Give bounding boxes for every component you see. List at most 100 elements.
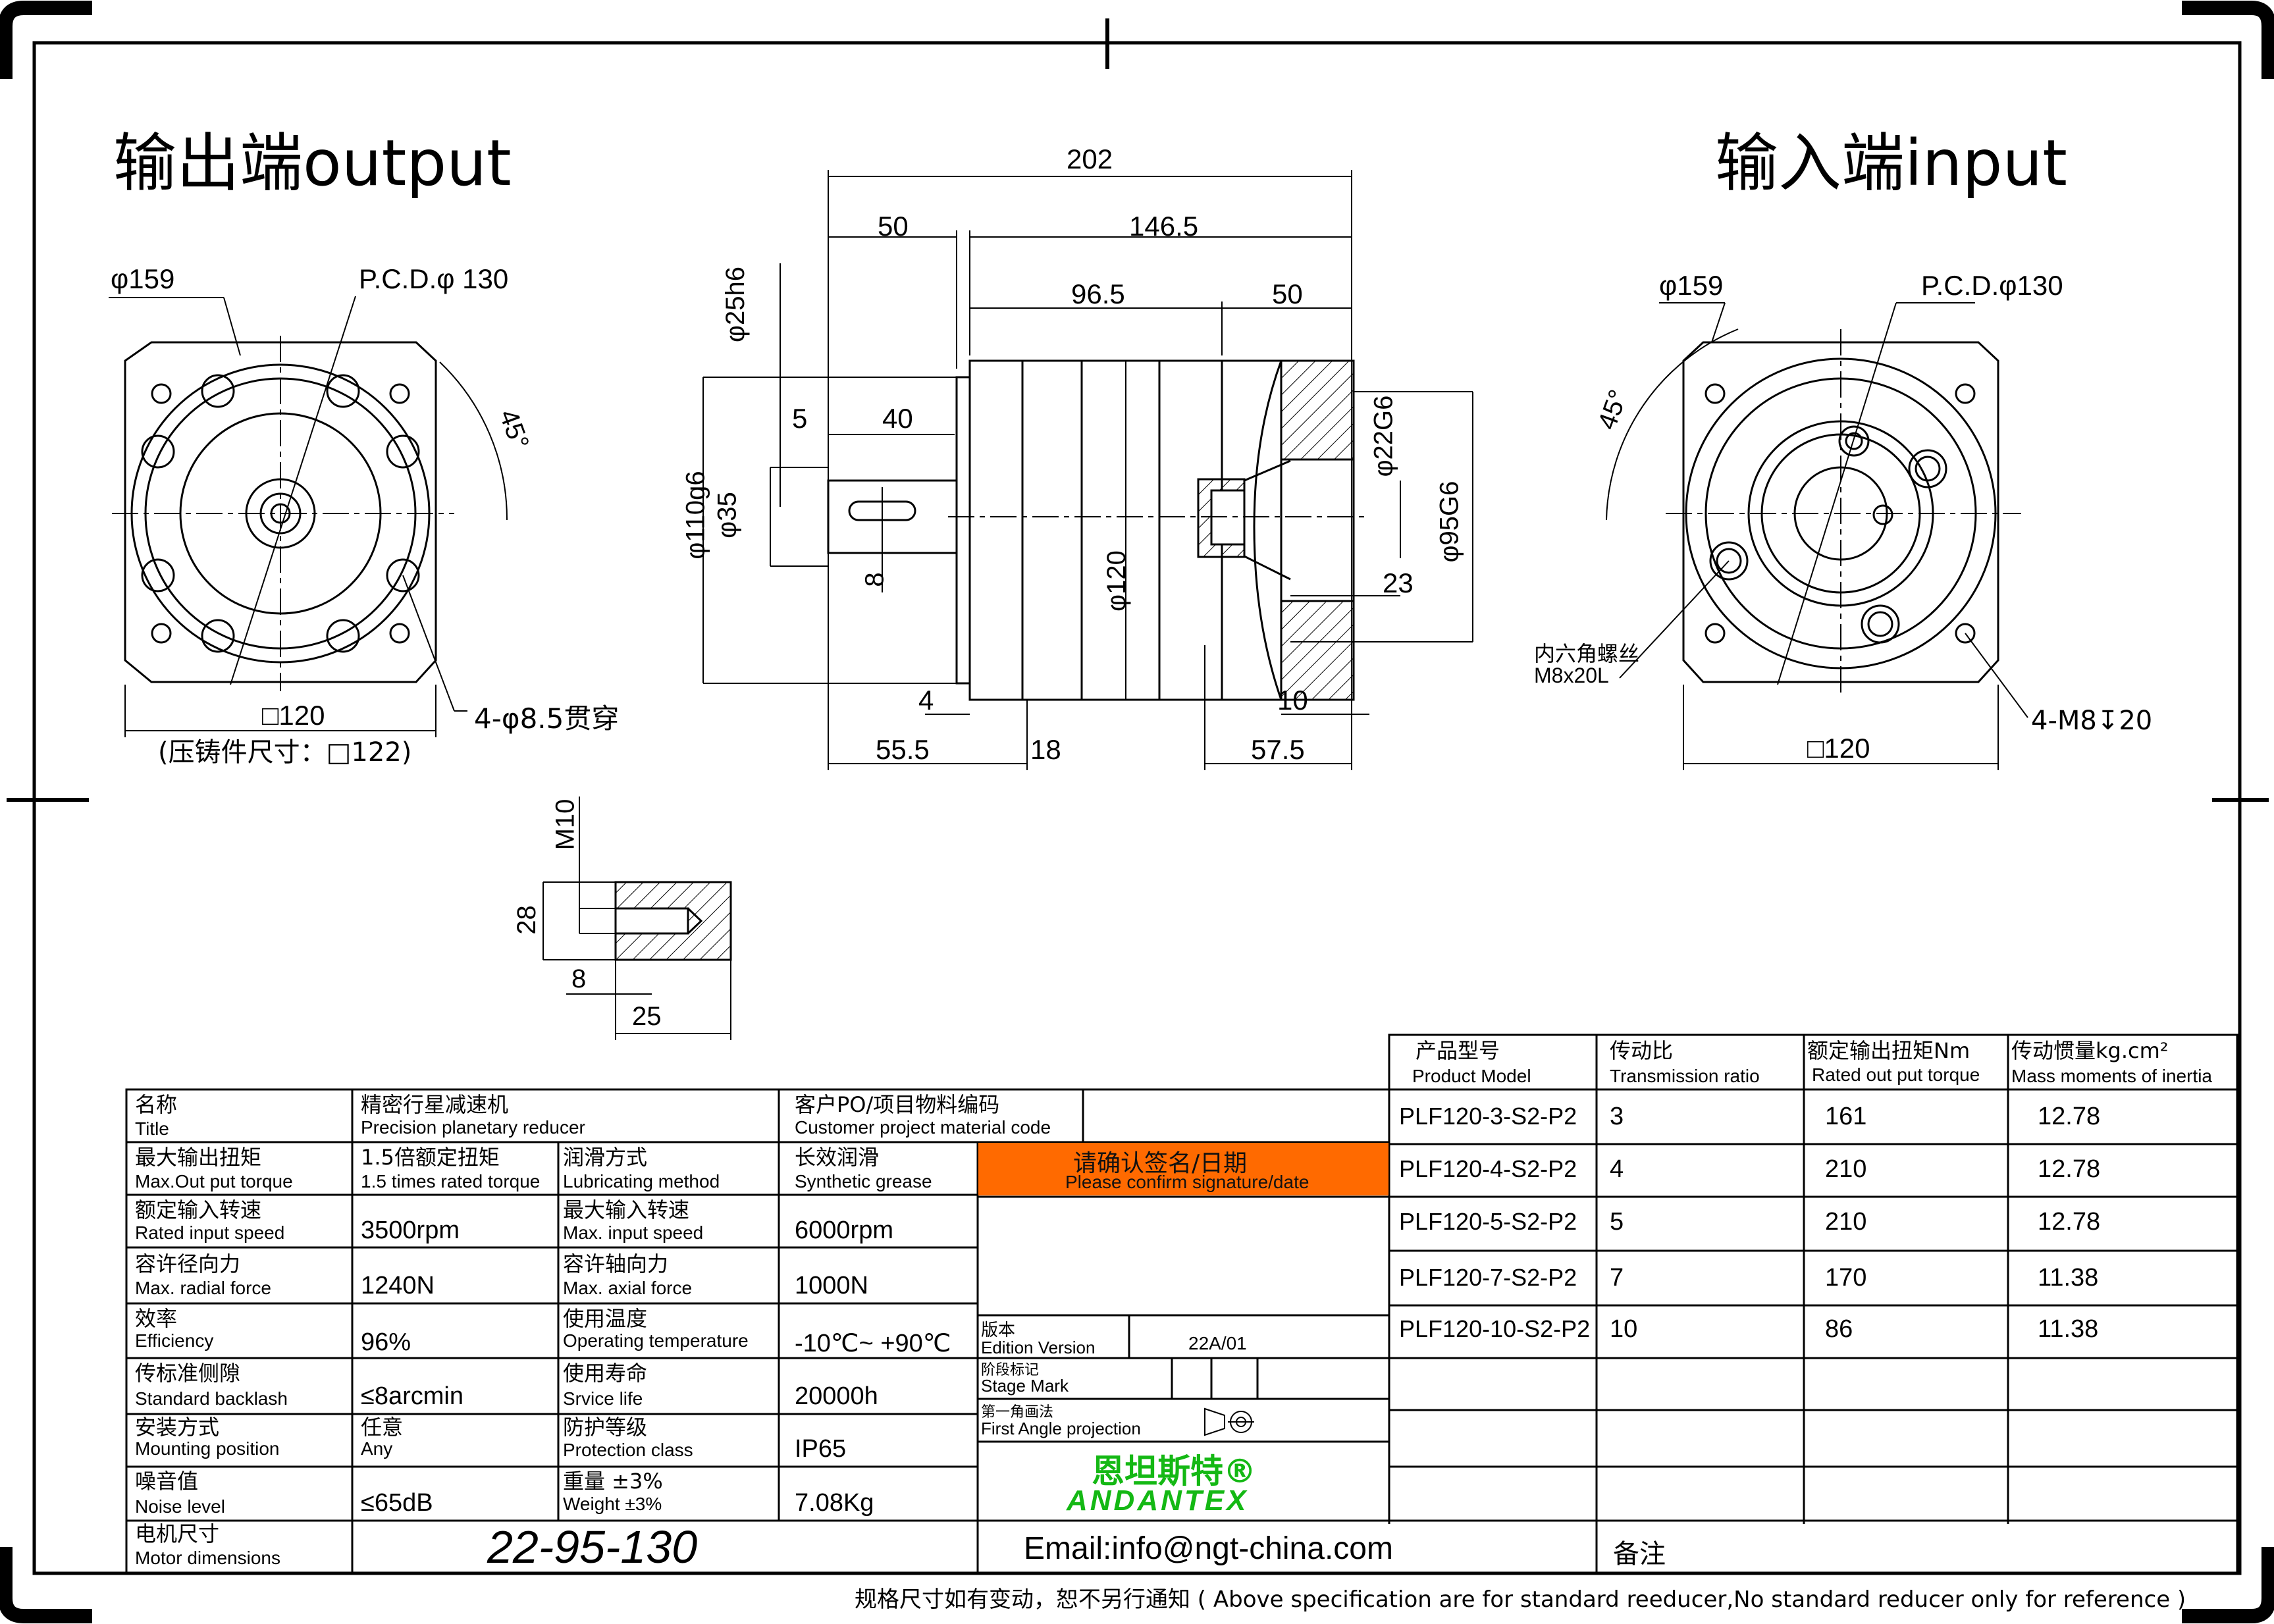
input-square: □120	[1807, 733, 1870, 764]
confirm-signature-en: Please confirm signature/date	[1065, 1172, 1309, 1192]
edition-en: Edition Version	[981, 1338, 1096, 1357]
input-pcd: P.C.D.φ130	[1921, 270, 2063, 301]
table-cell: PLF120-10-S2-P2	[1399, 1315, 1591, 1342]
table-cell: PLF120-7-S2-P2	[1399, 1264, 1577, 1291]
radial-force-value: 1240N	[361, 1272, 435, 1299]
backlash-value: ≤8arcmin	[361, 1382, 464, 1410]
radial-force-en: Max. radial force	[135, 1278, 271, 1298]
service-life-cn: 使用寿命	[563, 1361, 648, 1386]
weight-en: Weight ±3%	[563, 1494, 662, 1514]
dim-pilot-dia: φ110g6	[681, 471, 710, 560]
lub-label-cn: 润滑方式	[563, 1145, 648, 1170]
title-value-cn: 精密行星减速机	[361, 1092, 509, 1117]
thread-depth-28: 28	[512, 905, 541, 935]
dim-bore-dia: φ22G6	[1369, 395, 1398, 477]
table-cell: PLF120-3-S2-P2	[1399, 1103, 1577, 1130]
lub-value-cn: 长效润滑	[795, 1145, 880, 1170]
table-cell: PLF120-5-S2-P2	[1399, 1208, 1577, 1235]
edition-value: 22A/01	[1188, 1333, 1247, 1353]
dim-input-50: 50	[1272, 278, 1303, 309]
backlash-cn: 传标准侧隙	[135, 1361, 241, 1386]
table-cell: 161	[1825, 1103, 1867, 1130]
contact-email: Email:info@ngt-china.com	[1024, 1531, 1393, 1566]
projection-cn: 第一角画法	[981, 1404, 1054, 1421]
backlash-en: Standard backlash	[135, 1388, 288, 1409]
input-dia-159: φ159	[1659, 270, 1724, 301]
motor-dim-cn: 电机尺寸	[135, 1521, 220, 1546]
table-cell: 10	[1610, 1315, 1638, 1343]
title-label-cn: 名称	[135, 1092, 178, 1117]
temperature-cn: 使用温度	[563, 1306, 648, 1331]
screw-size: M8x20L	[1534, 664, 1609, 687]
table-cell: 3	[1610, 1103, 1624, 1130]
edition-cn: 版本	[981, 1321, 1016, 1340]
ratio-header-cn: 传动比	[1610, 1038, 1674, 1063]
rated-input-value: 3500rpm	[361, 1217, 460, 1244]
dim-55: 55.5	[876, 734, 930, 765]
table-cell: 12.78	[2038, 1155, 2101, 1183]
dim-spigot-dia: φ95G6	[1435, 481, 1464, 563]
output-dia-159: φ159	[111, 263, 175, 294]
side-section-view	[702, 170, 1473, 770]
table-cell: 7	[1610, 1264, 1624, 1292]
screw-label-cn: 内六角螺丝	[1534, 641, 1640, 666]
service-life-en: Srvice life	[563, 1388, 643, 1409]
table-cell: 12.78	[2038, 1208, 2101, 1236]
dim-shoulder-dia: φ35	[712, 492, 742, 538]
dim-57: 57.5	[1251, 734, 1305, 765]
weight-value: 7.08Kg	[795, 1489, 874, 1517]
axial-force-cn: 容许轴向力	[563, 1251, 669, 1276]
customer-code-cn: 客户PO/项目物料编码	[795, 1092, 1000, 1117]
dim-output-50: 50	[878, 211, 909, 242]
torque-header-cn: 额定输出扭矩Nm	[1807, 1038, 1970, 1063]
stage-en: Stage Mark	[981, 1376, 1069, 1396]
radial-force-cn: 容许径向力	[135, 1251, 241, 1276]
temperature-value: -10℃~ +90℃	[795, 1330, 951, 1357]
dim-4: 4	[918, 685, 934, 716]
dim-10: 10	[1277, 685, 1308, 716]
table-cell: 4	[1610, 1155, 1624, 1183]
dim-shaft-dia: φ25h6	[720, 267, 750, 342]
noise-en: Noise level	[135, 1496, 225, 1517]
axial-force-value: 1000N	[795, 1272, 868, 1299]
projection-en: First Angle projection	[981, 1419, 1141, 1438]
ratio-header-en: Transmission ratio	[1610, 1066, 1760, 1086]
table-cell: 210	[1825, 1155, 1867, 1183]
max-input-en: Max. input speed	[563, 1222, 704, 1243]
temperature-en: Operating temperature	[563, 1330, 749, 1351]
table-cell: 86	[1825, 1315, 1853, 1343]
dim-96: 96.5	[1071, 278, 1125, 309]
table-cell: 210	[1825, 1208, 1867, 1236]
table-cell: 12.78	[2038, 1103, 2101, 1130]
input-end-view	[1606, 302, 2028, 770]
dim-23: 23	[1383, 567, 1414, 598]
table-cell: 11.38	[2038, 1264, 2099, 1292]
dim-18: 18	[1030, 734, 1061, 765]
torque-label-en: Max.Out put torque	[135, 1171, 293, 1192]
title-label-en: Title	[135, 1118, 169, 1139]
thread-m10: M10	[550, 799, 580, 851]
model-header-cn: 产品型号	[1415, 1038, 1500, 1063]
efficiency-en: Efficiency	[135, 1330, 214, 1351]
rated-input-en: Rated input speed	[135, 1222, 285, 1243]
table-cell: 170	[1825, 1264, 1867, 1292]
protection-value: IP65	[795, 1435, 847, 1463]
input-holes: 4-M8↧20	[2031, 706, 2153, 736]
output-square: □120	[262, 700, 325, 731]
protection-cn: 防护等级	[563, 1415, 648, 1440]
motor-dim-en: Motor dimensions	[135, 1548, 280, 1568]
dim-key-40: 40	[882, 403, 913, 434]
weight-cn: 重量 ±3%	[563, 1469, 663, 1494]
mounting-value-cn: 任意	[361, 1415, 404, 1440]
torque-value-cn: 1.5倍额定扭矩	[361, 1145, 500, 1170]
torque-label-cn: 最大输出扭矩	[135, 1145, 262, 1170]
first-angle-projection-icon	[1204, 1407, 1254, 1436]
efficiency-value: 96%	[361, 1328, 411, 1356]
customer-code-en: Customer project material code	[795, 1117, 1051, 1138]
dim-body-dia: φ120	[1101, 550, 1131, 612]
model-header-en: Product Model	[1412, 1066, 1531, 1086]
torque-value-en: 1.5 times rated torque	[361, 1171, 541, 1192]
casting-note: (压铸件尺寸：□122)	[158, 737, 412, 768]
output-bolt-holes	[141, 374, 420, 653]
